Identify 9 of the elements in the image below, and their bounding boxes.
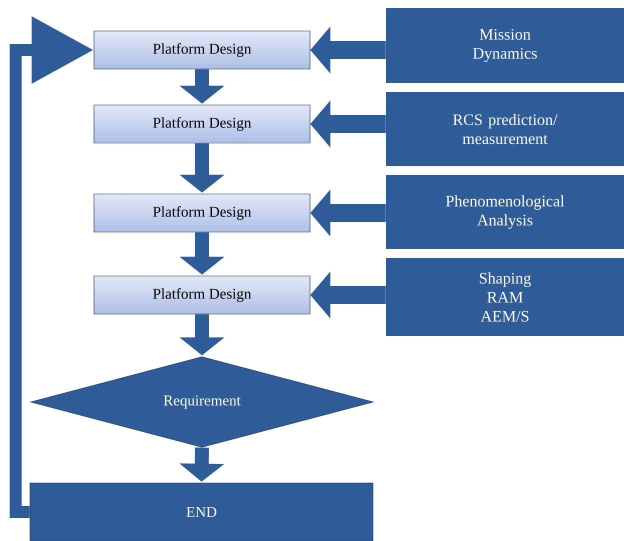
process-box: Platform Design bbox=[94, 276, 310, 314]
input-box: Mission Dynamics bbox=[386, 8, 624, 83]
process-box: Platform Design bbox=[94, 30, 310, 70]
process-box: Platform Design bbox=[94, 104, 310, 144]
end-box: END bbox=[30, 482, 374, 541]
input-box: Shaping RAM AEM/S bbox=[386, 258, 624, 336]
process-box: Platform Design bbox=[94, 194, 310, 232]
input-box: Phenomenological Analysis bbox=[386, 175, 624, 249]
input-box: RCS prediction/ measurement bbox=[386, 92, 624, 166]
